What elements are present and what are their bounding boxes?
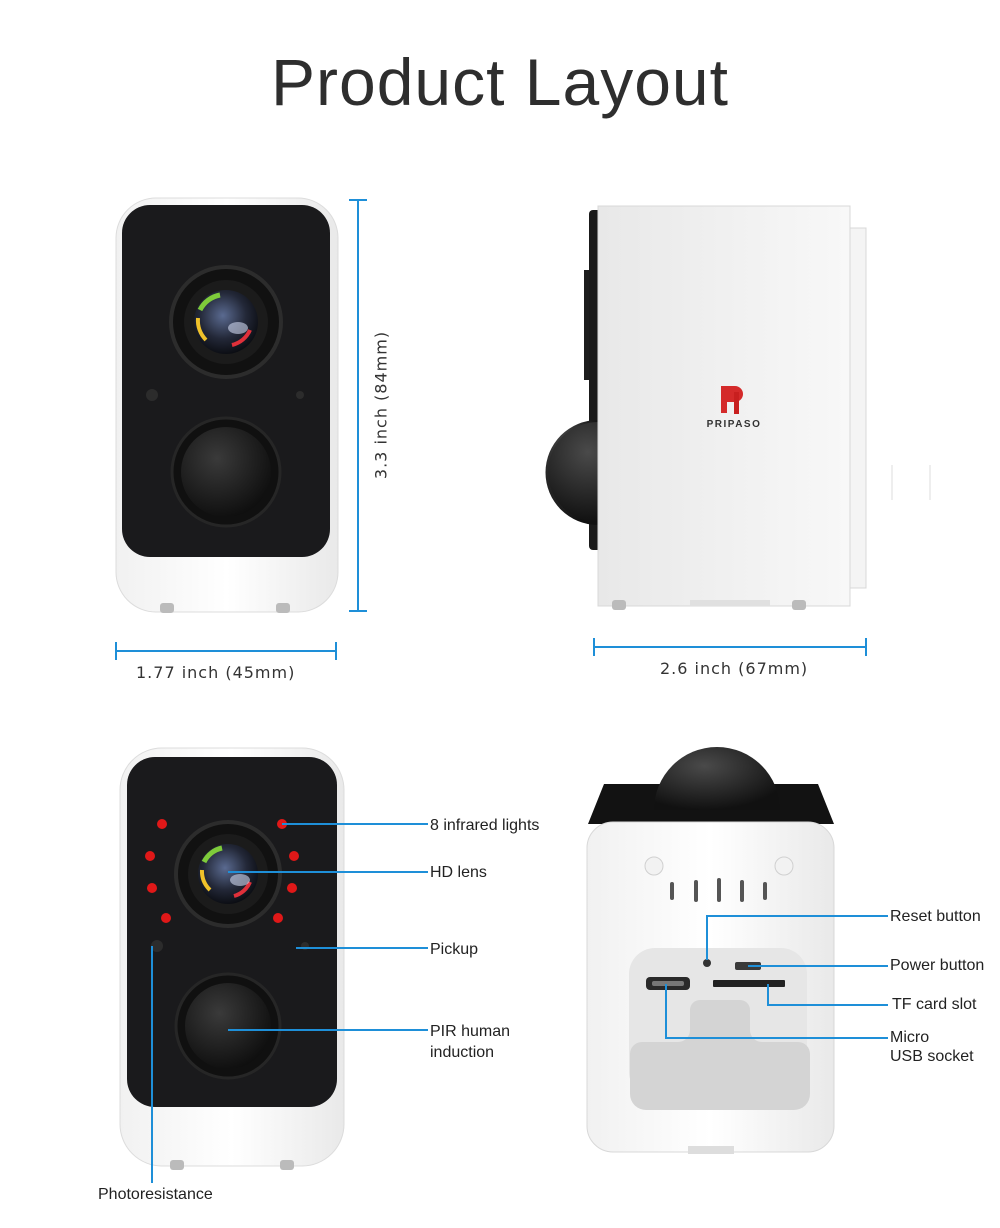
ir-led [161, 913, 171, 923]
pir-label-line2: induction [430, 1044, 495, 1061]
pripaso-logo: PRIPASO [707, 386, 762, 430]
reset-button-label: Reset button [890, 908, 981, 925]
front-callout-lines [151, 823, 428, 1183]
pickup-label: Pickup [430, 941, 479, 958]
ir-led [287, 883, 297, 893]
ir-led [157, 819, 167, 829]
pir-label-line1: PIR human [430, 1023, 511, 1040]
front-view-camera [115, 197, 339, 613]
callout-tf [767, 984, 888, 1006]
hd-lens-label: HD lens [430, 864, 487, 881]
ir-led [147, 883, 157, 893]
bottom-view-camera [586, 747, 835, 1154]
height-dimension-label: 3.3 inch (84mm) [371, 330, 391, 480]
tf-card-slot [713, 980, 785, 987]
infrared-lights-label: 8 infrared lights [430, 817, 540, 834]
width-dimension-line [115, 642, 337, 660]
height-dimension-line [349, 199, 367, 612]
bottom-callout-lines [665, 915, 888, 1039]
ir-led [273, 913, 283, 923]
page-title: Product Layout [271, 45, 729, 119]
front-annotated-camera [119, 747, 345, 1170]
usb-label-line2: USB socket [890, 1048, 974, 1065]
callout-usb [665, 984, 888, 1039]
depth-dimension-line [593, 638, 867, 656]
usb-label-line1: Micro [890, 1029, 930, 1046]
depth-dimension-label: 2.6 inch (67mm) [660, 659, 809, 678]
logo-text: PRIPASO [707, 419, 762, 430]
tf-card-slot-label: TF card slot [892, 996, 977, 1013]
callout-reset [706, 915, 888, 960]
power-button-label: Power button [890, 957, 985, 974]
width-dimension-label: 1.77 inch (45mm) [136, 663, 296, 682]
infrared-leds [145, 819, 299, 923]
ir-led [145, 851, 155, 861]
photoresistance-label: Photoresistance [98, 1186, 213, 1203]
ir-led [289, 851, 299, 861]
reset-button-hole [703, 959, 711, 967]
